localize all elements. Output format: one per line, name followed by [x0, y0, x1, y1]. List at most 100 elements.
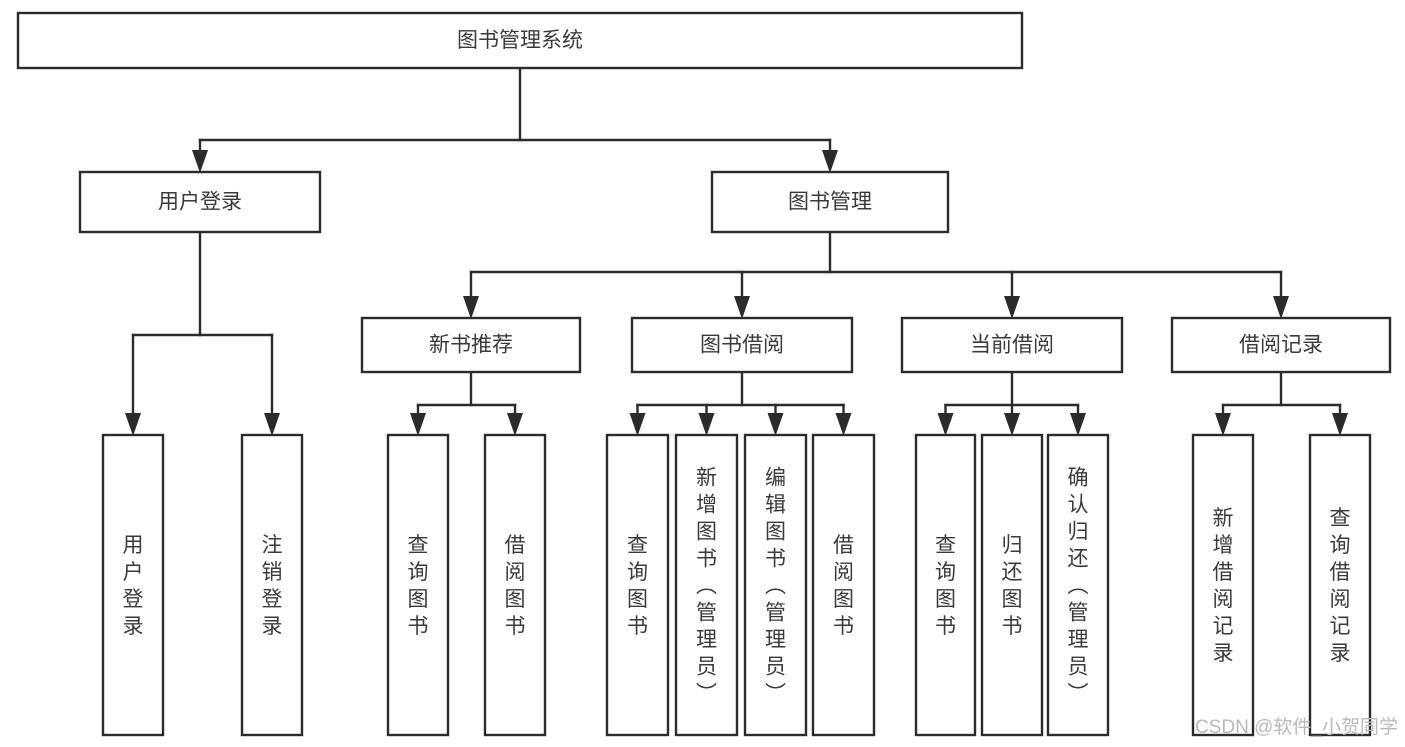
node-leaf-query-book-2[interactable]: 查询图书: [605, 433, 670, 737]
node-leaf-query-record[interactable]: 查询借阅记录: [1308, 433, 1372, 737]
label-char: ︵: [765, 575, 786, 598]
node-leaf-confirm-return[interactable]: 确认归还︵管理员︶: [1046, 433, 1110, 737]
label-char: 书: [627, 615, 648, 638]
node-box-leaf-return-book[interactable]: [980, 433, 1044, 737]
node-label-leaf-query-book-3: 查询图书: [935, 534, 956, 638]
node-book-borrow[interactable]: 图书借阅: [630, 316, 854, 374]
arrow-head-icon: [698, 413, 715, 436]
node-layer: 图书管理系统用户登录图书管理新书推荐图书借阅当前借阅借阅记录用户登录注销登录查询…: [16, 11, 1392, 737]
node-current-borrow[interactable]: 当前借阅: [900, 316, 1124, 374]
node-leaf-return-book[interactable]: 归还图书: [980, 433, 1044, 737]
label-char: 询: [627, 561, 648, 584]
label-char: 书: [505, 615, 526, 638]
node-box-leaf-query-book-3[interactable]: [914, 433, 977, 737]
arrow-head-icon: [937, 413, 954, 436]
label-char: 还: [1068, 548, 1089, 571]
node-user-login[interactable]: 用户登录: [78, 170, 322, 234]
arrow-head-icon: [463, 296, 479, 319]
node-box-leaf-query-book-2[interactable]: [605, 433, 670, 737]
label-char: 查: [1330, 507, 1351, 530]
arrow-head-icon: [734, 296, 750, 319]
node-box-new-book-rec[interactable]: [360, 316, 582, 374]
node-leaf-logout[interactable]: 注销登录: [240, 433, 304, 737]
label-char: 确: [1068, 467, 1089, 490]
node-new-book-rec[interactable]: 新书推荐: [360, 316, 582, 374]
label-char: 图: [696, 521, 717, 544]
label-char: 员: [765, 656, 786, 679]
node-label-leaf-confirm-return: 确认归还︵管理员︶: [1068, 467, 1089, 706]
label-char: ︵: [1068, 575, 1089, 598]
node-box-leaf-logout[interactable]: [240, 433, 304, 737]
arrow-head-icon: [822, 150, 838, 173]
label-char: 还: [1002, 561, 1023, 584]
node-leaf-borrow-book-1[interactable]: 借阅图书: [483, 433, 547, 737]
node-box-current-borrow[interactable]: [900, 316, 1124, 374]
node-box-leaf-query-book-1[interactable]: [386, 433, 450, 737]
label-char: 书: [408, 615, 429, 638]
label-char: 借: [1213, 561, 1234, 584]
label-char: 录: [262, 615, 283, 638]
node-box-leaf-add-record[interactable]: [1191, 433, 1255, 737]
label-char: 管: [696, 602, 717, 625]
node-box-root[interactable]: [16, 11, 1024, 70]
node-box-leaf-confirm-return[interactable]: [1046, 433, 1110, 737]
arrow-head-icon: [1215, 413, 1231, 436]
node-box-leaf-borrow-book-1[interactable]: [483, 433, 547, 737]
node-box-leaf-add-book[interactable]: [674, 433, 739, 737]
label-char: 阅: [1330, 588, 1351, 611]
arrow-head-icon: [767, 413, 784, 436]
label-char: 图: [833, 588, 854, 611]
label-char: 图: [765, 521, 786, 544]
node-label-leaf-query-book-1: 查询图书: [408, 534, 429, 638]
node-leaf-query-book-3[interactable]: 查询图书: [914, 433, 977, 737]
label-char: 图: [1002, 588, 1023, 611]
label-char: 书: [1002, 615, 1023, 638]
node-leaf-add-record[interactable]: 新增借阅记录: [1191, 433, 1255, 737]
node-box-borrow-record[interactable]: [1170, 316, 1392, 374]
label-char: 归: [1068, 521, 1089, 544]
label-char: 录: [123, 615, 144, 638]
label-char: 记: [1330, 615, 1351, 638]
node-box-leaf-query-record[interactable]: [1308, 433, 1372, 737]
node-box-book-borrow[interactable]: [630, 316, 854, 374]
label-char: 增: [1213, 534, 1234, 557]
label-char: 询: [408, 561, 429, 584]
arrow-head-icon: [1004, 296, 1020, 319]
node-box-user-login[interactable]: [78, 170, 322, 234]
label-char: 录: [1213, 642, 1234, 665]
node-label-current-borrow: 当前借阅: [970, 334, 1054, 357]
label-char: 阅: [505, 561, 526, 584]
node-box-leaf-user-login[interactable]: [101, 433, 165, 737]
label-char: 用: [123, 534, 144, 557]
node-leaf-add-book[interactable]: 新增图书︵管理员︶: [674, 433, 739, 737]
connector-group-book-manage: [463, 230, 1289, 319]
label-char: 图: [627, 588, 648, 611]
label-char: 员: [696, 656, 717, 679]
connector-layer: [125, 66, 1348, 436]
label-char: 书: [935, 615, 956, 638]
label-char: 询: [1330, 534, 1351, 557]
node-label-leaf-logout: 注销登录: [262, 534, 283, 638]
node-leaf-edit-book[interactable]: 编辑图书︵管理员︶: [743, 433, 808, 737]
node-borrow-record[interactable]: 借阅记录: [1170, 316, 1392, 374]
connector-group-book-borrow: [629, 370, 852, 436]
connector-group-root: [192, 66, 838, 173]
node-box-leaf-edit-book[interactable]: [743, 433, 808, 737]
node-leaf-borrow-book-2[interactable]: 借阅图书: [811, 433, 876, 737]
arrow-head-icon: [1004, 413, 1020, 436]
node-label-leaf-query-record: 查询借阅记录: [1330, 507, 1351, 665]
node-book-manage[interactable]: 图书管理: [710, 170, 950, 234]
node-leaf-user-login[interactable]: 用户登录: [101, 433, 165, 737]
label-char: 记: [1213, 615, 1234, 638]
label-char: 员: [1068, 656, 1089, 679]
node-leaf-query-book-1[interactable]: 查询图书: [386, 433, 450, 737]
node-box-book-manage[interactable]: [710, 170, 950, 234]
node-root[interactable]: 图书管理系统: [16, 11, 1024, 70]
label-char: 注: [262, 534, 283, 557]
node-box-leaf-borrow-book-2[interactable]: [811, 433, 876, 737]
label-char: 理: [765, 629, 786, 652]
node-label-leaf-add-record: 新增借阅记录: [1213, 507, 1234, 665]
label-char: 辑: [765, 494, 786, 517]
